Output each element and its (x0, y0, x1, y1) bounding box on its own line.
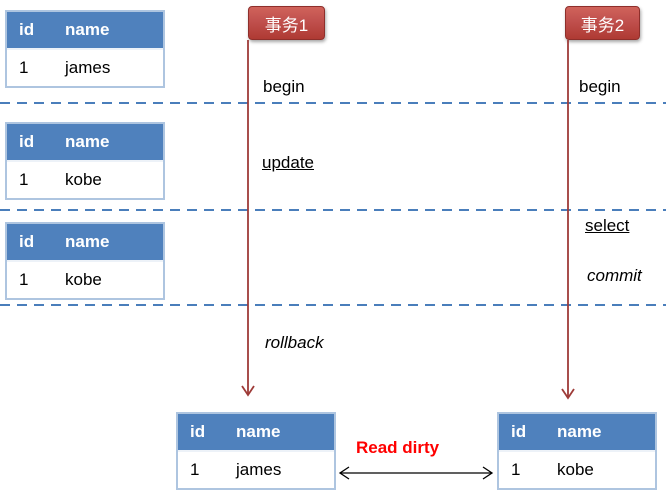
transaction1-label: 事务1 (264, 15, 309, 35)
time-separator-3 (0, 304, 666, 306)
column-header-id: id (511, 422, 527, 441)
column-header-id: id (19, 20, 35, 39)
column-header-name: name (557, 422, 602, 441)
cell-name: james (236, 460, 282, 479)
tx2-event-select: select (585, 216, 630, 235)
transaction2-timeline-arrow (561, 40, 575, 400)
table-header-row: id name (7, 224, 163, 262)
column-header-name: name (65, 132, 110, 151)
table-header-row: id name (7, 12, 163, 50)
tx2-event-begin: begin (579, 77, 621, 96)
transaction1-timeline-arrow (241, 40, 255, 397)
column-header-name: name (236, 422, 281, 441)
tx1-event-begin: begin (263, 77, 305, 96)
snapshot-table-initial: id name 1 james (5, 10, 165, 88)
table-row: 1 kobe (499, 452, 655, 488)
table-row: 1 kobe (7, 162, 163, 198)
column-header-name: name (65, 232, 110, 251)
cell-id: 1 (190, 460, 200, 479)
tx2-event-commit: commit (587, 266, 642, 285)
column-header-id: id (190, 422, 206, 441)
table-row: 1 james (7, 50, 163, 86)
cell-name: kobe (65, 170, 102, 189)
result-table-tx1: id name 1 james (176, 412, 336, 490)
cell-id: 1 (19, 270, 29, 289)
column-header-name: name (65, 20, 110, 39)
cell-id: 1 (19, 170, 29, 189)
transaction2-label: 事务2 (580, 15, 625, 35)
snapshot-table-at-select: id name 1 kobe (5, 222, 165, 300)
time-separator-2 (0, 209, 666, 211)
result-table-tx2: id name 1 kobe (497, 412, 657, 490)
cell-name: james (65, 58, 111, 77)
cell-name: kobe (65, 270, 102, 289)
read-dirty-double-arrow (338, 466, 494, 480)
column-header-id: id (19, 232, 35, 251)
tx1-event-update: update (262, 153, 314, 172)
table-row: 1 james (178, 452, 334, 488)
cell-id: 1 (19, 58, 29, 77)
read-dirty-label: Read dirty (356, 438, 440, 457)
transaction2-box: 事务2 (565, 6, 640, 40)
table-row: 1 kobe (7, 262, 163, 298)
column-header-id: id (19, 132, 35, 151)
cell-id: 1 (511, 460, 521, 479)
snapshot-table-after-update: id name 1 kobe (5, 122, 165, 200)
table-header-row: id name (7, 124, 163, 162)
transaction1-box: 事务1 (248, 6, 325, 40)
table-header-row: id name (178, 414, 334, 452)
tx1-event-rollback: rollback (265, 333, 324, 352)
cell-name: kobe (557, 460, 594, 479)
time-separator-1 (0, 102, 666, 104)
table-header-row: id name (499, 414, 655, 452)
